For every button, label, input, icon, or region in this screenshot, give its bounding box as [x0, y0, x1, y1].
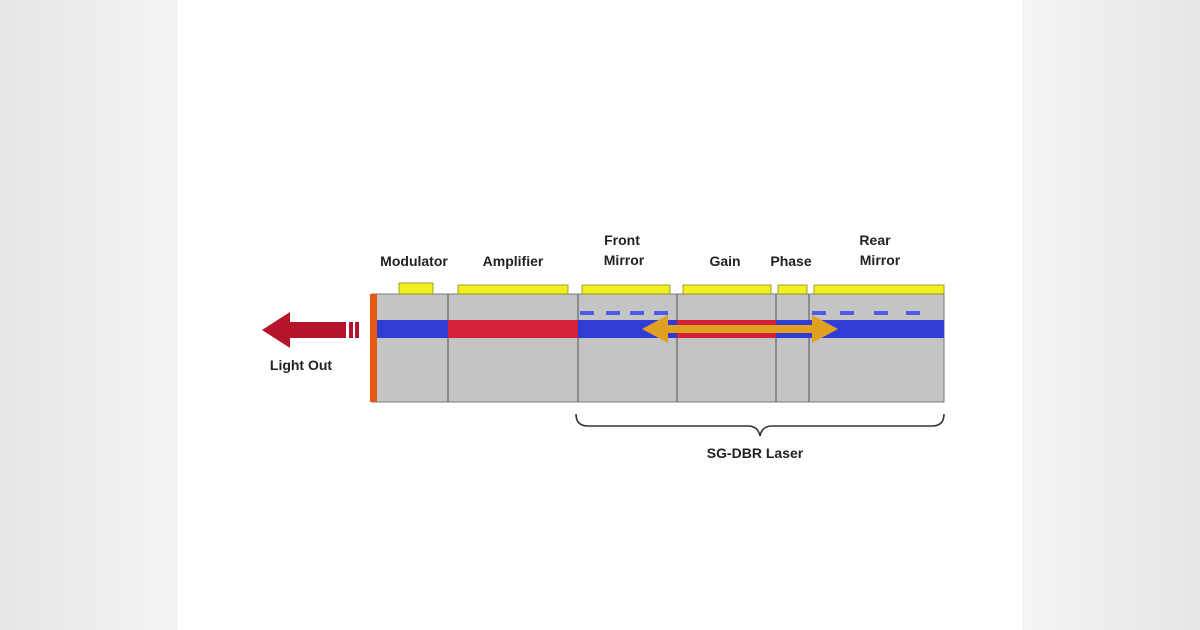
chip-body	[371, 293, 945, 403]
phase-contact	[777, 284, 808, 295]
rear-mirror-label-line2: Mirror	[860, 252, 901, 268]
output-facet	[370, 294, 377, 402]
modulator-contact	[398, 282, 434, 295]
gain-contact	[682, 284, 772, 295]
front-mirror-grating	[580, 311, 668, 315]
front-mirror-label-line2: Mirror	[604, 252, 645, 268]
amplifier-active-region	[448, 320, 578, 338]
modulator-label: Modulator	[380, 253, 448, 269]
rear-mirror-contact	[813, 284, 945, 295]
amplifier-contact	[457, 284, 569, 295]
front-mirror-contact	[581, 284, 671, 295]
background-left	[0, 0, 178, 630]
front-mirror-label-line1: Front	[604, 232, 640, 248]
phase-label: Phase	[770, 253, 811, 269]
light-out-label: Light Out	[270, 357, 333, 373]
rear-mirror-label-line1: Rear	[859, 232, 891, 248]
laser-label: SG-DBR Laser	[707, 445, 804, 461]
feedback-arrow	[642, 315, 838, 343]
amplifier-label: Amplifier	[483, 253, 544, 269]
laser-brace	[575, 413, 945, 437]
light-out-arrow	[262, 312, 359, 348]
gain-label: Gain	[709, 253, 740, 269]
rear-mirror-grating	[812, 311, 920, 315]
background-right	[1022, 0, 1200, 630]
